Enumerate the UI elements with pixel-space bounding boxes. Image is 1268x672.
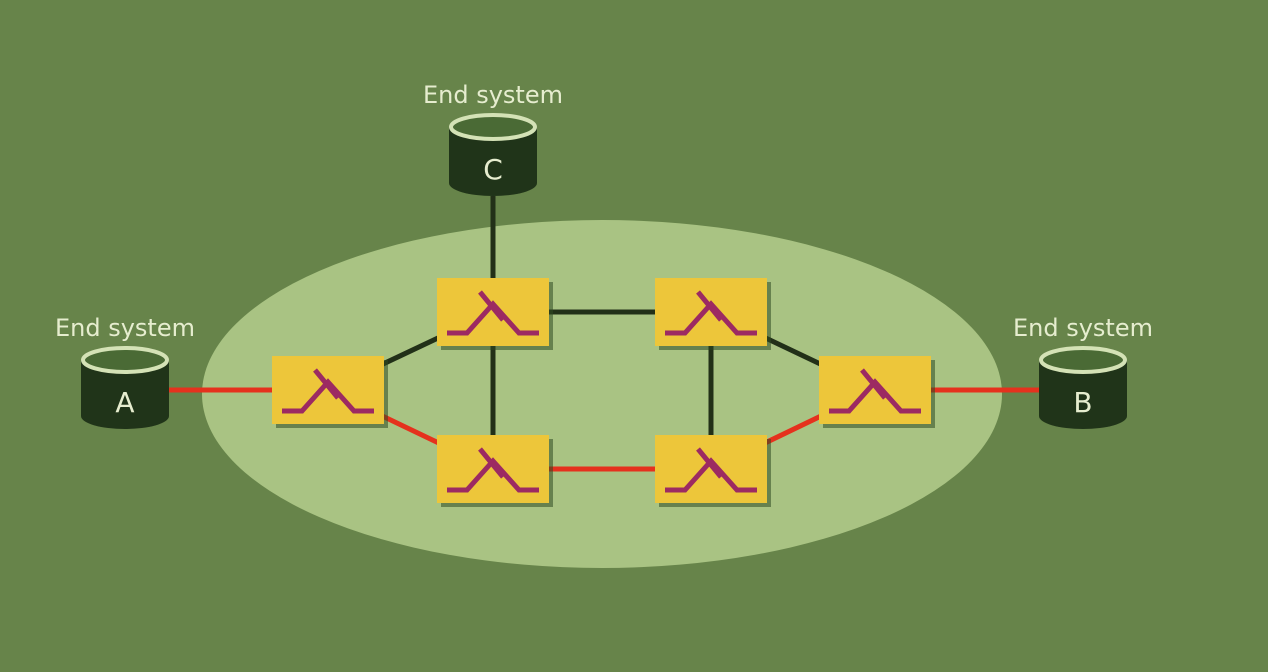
cylinder-icon xyxy=(1039,360,1127,429)
cylinder-top xyxy=(449,113,537,141)
end-system-letter: A xyxy=(115,386,134,419)
crossover-switch-icon xyxy=(282,368,374,414)
cylinder-top xyxy=(81,346,169,374)
cylinder-icon xyxy=(449,127,537,196)
switch-body xyxy=(655,435,767,503)
switch-body xyxy=(437,435,549,503)
crossover-switch-icon xyxy=(447,290,539,336)
end-system-caption: End system xyxy=(1013,314,1153,342)
switches-layer xyxy=(272,278,935,507)
end-system-b: B End system xyxy=(1013,314,1153,429)
switching-network-cloud xyxy=(202,220,1002,568)
crossover-switch-icon xyxy=(829,368,921,414)
switch-s4 xyxy=(437,435,553,507)
crossover-switch-icon xyxy=(665,290,757,336)
switch-s2 xyxy=(437,278,553,350)
end-system-caption: End system xyxy=(423,81,563,109)
cylinder-top xyxy=(1039,346,1127,374)
end-system-a: A End system xyxy=(55,314,195,429)
crossover-switch-icon xyxy=(447,447,539,493)
end-system-c: C End system xyxy=(423,81,563,196)
switch-body xyxy=(655,278,767,346)
switch-body xyxy=(272,356,384,424)
cylinder-icon xyxy=(81,360,169,429)
switch-s3 xyxy=(655,278,771,350)
end-system-letter: B xyxy=(1073,386,1092,419)
switch-s6 xyxy=(819,356,935,428)
switch-s1 xyxy=(272,356,388,428)
switch-body xyxy=(437,278,549,346)
switch-s5 xyxy=(655,435,771,507)
end-system-caption: End system xyxy=(55,314,195,342)
end-system-letter: C xyxy=(483,153,503,186)
switch-body xyxy=(819,356,931,424)
crossover-switch-icon xyxy=(665,447,757,493)
